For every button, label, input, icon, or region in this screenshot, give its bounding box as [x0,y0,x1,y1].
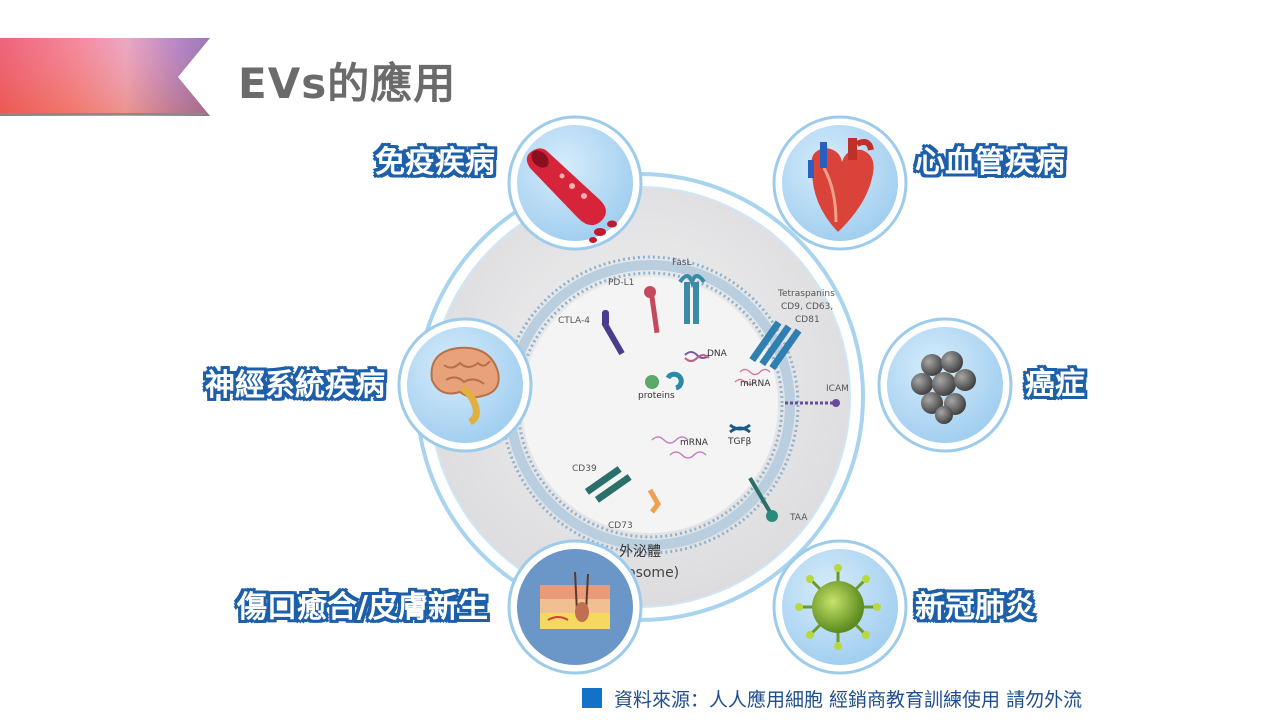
cd-list-label: CD9, CD63, [781,302,833,312]
taa-protein [748,476,778,522]
cd73-label: CD73 [608,521,633,531]
cardio-label: 心血管疾病 [915,145,1065,180]
cd73-protein [647,488,661,514]
immune-bubble [507,115,643,251]
exosome-membrane [500,255,800,555]
immune-label: 免疫疾病 [375,145,495,180]
virus-icon [795,564,881,650]
icam-protein [785,399,840,407]
neuro-label: 神經系統疾病 [205,368,385,403]
source-footer: 資料來源：人人應用細胞 經銷商教育訓練使用 請勿外流 [582,685,1082,711]
dna-label: DNA [707,349,728,359]
footer-text: 資料來源：人人應用細胞 經銷商教育訓練使用 請勿外流 [614,688,1083,711]
brain-icon [430,346,500,426]
cd39-label: CD39 [572,464,597,474]
blood-vessel-icon [526,148,617,243]
header-banner [0,38,210,116]
fasl-protein [678,274,706,324]
cd81-label: CD81 [795,315,820,325]
icam-label: ICAM [826,384,849,394]
cancer-label: 癌症 [1025,367,1085,402]
tetraspanin-proteins [749,320,802,371]
wound-bubble [507,539,643,675]
tgfb-cargo [729,423,751,434]
pdl1-protein [644,286,660,334]
fasl-label: FasL [672,258,692,268]
covid-bubble [772,539,908,675]
mrna-cargo [651,436,707,459]
tetraspanins-label: Tetraspanins [777,289,835,299]
pdl1-label: PD-L1 [608,278,634,288]
neuro-bubble [397,317,533,453]
exosome-label: 外泌體 [619,544,661,560]
cardio-bubble [772,115,908,251]
mirna-cargo [734,368,771,386]
cd39-protein [584,466,632,503]
skin-layers-icon [540,571,610,629]
covid-label: 新冠肺炎 [915,590,1035,625]
taa-label: TAA [789,513,808,523]
footer-square-icon [582,688,602,708]
cancer-bubble [877,317,1013,453]
heart-icon [808,138,874,232]
mrna-label: mRNA [680,438,709,448]
wound-label: 傷口癒合/皮膚新生 [237,590,488,625]
dna-cargo [684,351,710,362]
proteins-cargo [645,371,684,391]
page-title: EVs的應用 [238,59,457,108]
proteins-label: proteins [638,391,675,401]
mirna-label: miRNA [740,379,771,389]
tumor-cells-icon [911,351,976,424]
ctla4-label: CTLA-4 [558,316,590,326]
tgfb-label: TGFβ [727,437,752,447]
ctla4-protein [601,310,625,356]
